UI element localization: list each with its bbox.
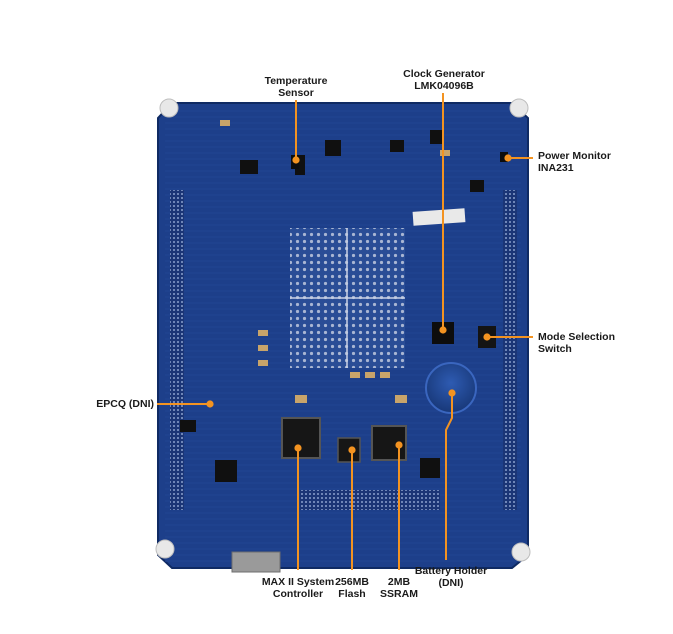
label-line: LMK04096B (414, 80, 474, 92)
power-monitor-chip (500, 152, 508, 162)
label-line: Sensor (278, 87, 314, 99)
label-power-monitor: Power Monitor INA231 (538, 150, 611, 174)
ic-chips (180, 130, 484, 482)
label-line: Flash (338, 588, 366, 600)
label-line: Clock Generator (403, 68, 485, 80)
label-epcq: EPCQ (DNI) (86, 398, 154, 410)
callout-lines (157, 93, 533, 570)
bottom-connector (231, 551, 281, 573)
label-line: EPCQ (DNI) (96, 398, 154, 410)
label-line: Controller (272, 588, 324, 600)
label-ssram: 2MB SSRAM (376, 576, 422, 600)
label-line: SSRAM (380, 588, 418, 600)
label-temperature-sensor: Temperature Sensor (256, 75, 336, 99)
bottom-header (300, 490, 440, 510)
label-line: Switch (538, 343, 572, 355)
fpga-bga (290, 228, 405, 368)
label-line: 2MB (387, 576, 411, 588)
label-line: (DNI) (438, 577, 464, 589)
max-ii-chip (281, 417, 321, 459)
label-clock-generator: Clock Generator LMK04096B (402, 68, 486, 92)
label-mode-selection-switch: Mode Selection Switch (538, 331, 615, 355)
label-max-ii: MAX II System Controller (254, 576, 342, 600)
label-battery-holder: Battery Holder (DNI) (410, 565, 492, 589)
label-line: Battery Holder (414, 565, 488, 577)
label-line: Mode Selection (538, 331, 616, 343)
left-connector (170, 190, 184, 510)
passive-components (220, 120, 450, 403)
serial-sticker (412, 208, 466, 226)
label-flash: 256MB Flash (330, 576, 374, 600)
label-line: 256MB (335, 576, 369, 588)
standoffs (155, 98, 531, 562)
right-connector (503, 190, 517, 510)
label-line: INA231 (538, 162, 574, 174)
label-line: Power Monitor (538, 150, 611, 162)
label-line: MAX II System (261, 576, 335, 588)
label-line: Temperature (264, 75, 328, 87)
